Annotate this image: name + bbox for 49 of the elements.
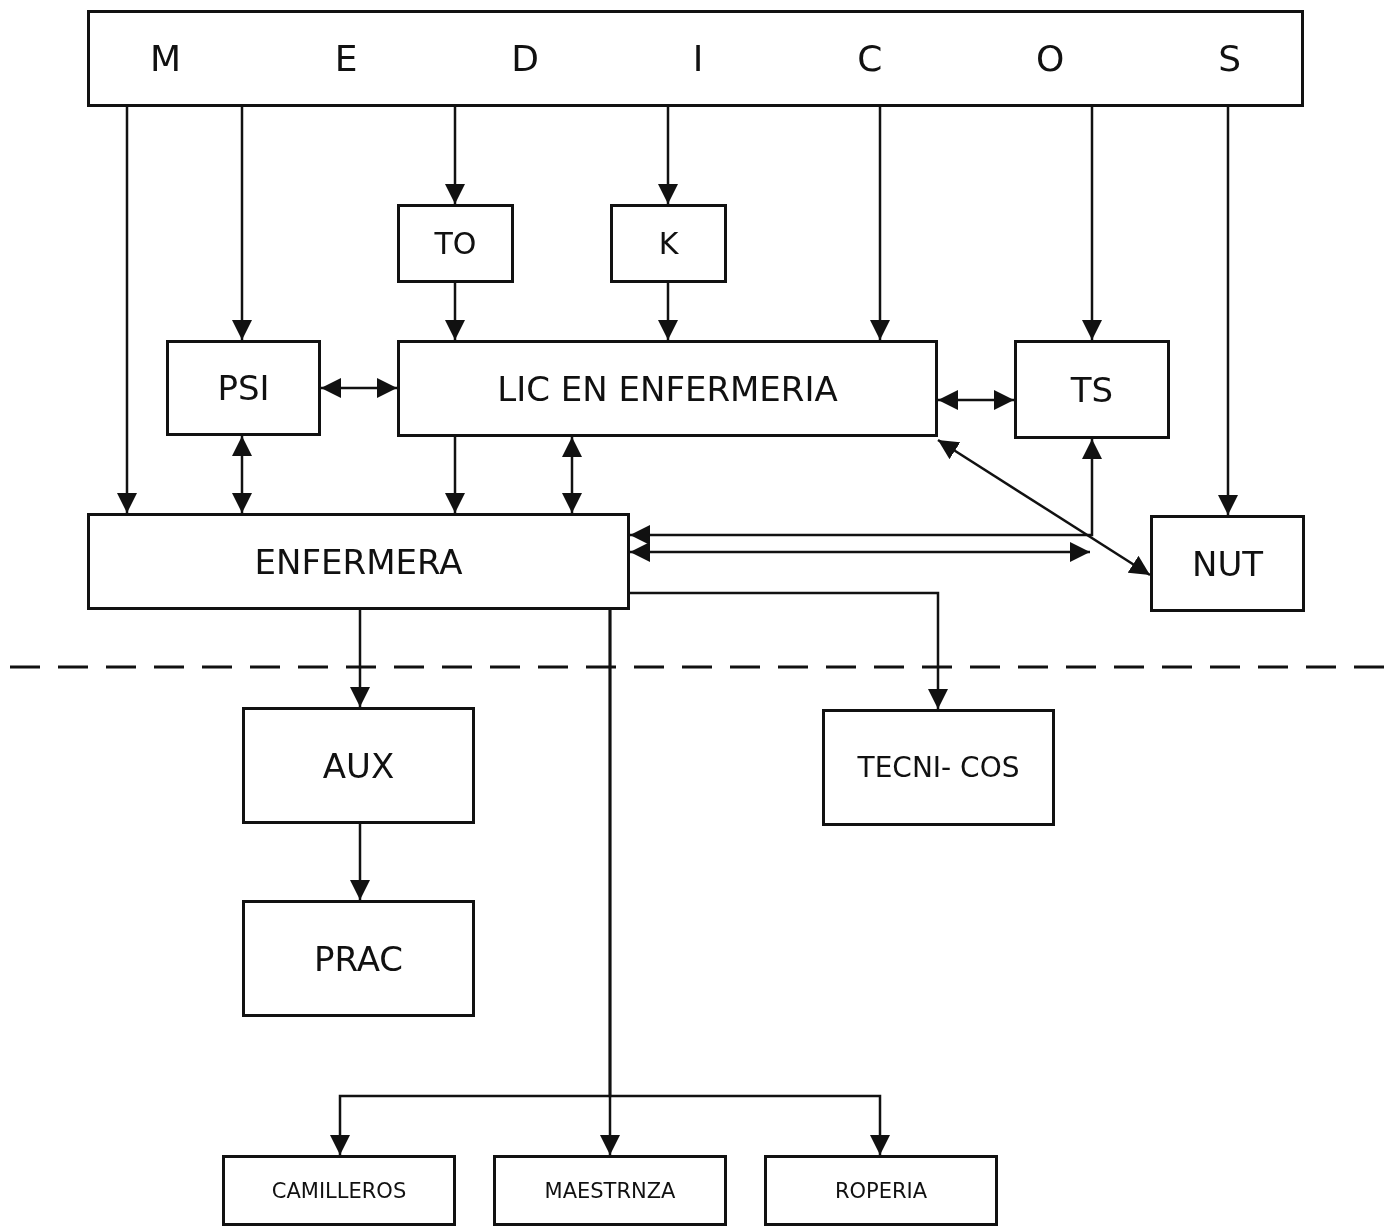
arrow	[658, 107, 678, 204]
role-box	[397, 204, 514, 283]
arrow	[562, 437, 582, 513]
role-label: M E D I C O S	[149, 38, 1242, 79]
role-label: PRAC	[313, 938, 404, 979]
role-label: LIC EN ENFERMERIA	[497, 368, 838, 409]
arrow	[350, 824, 370, 900]
role-box	[397, 340, 938, 437]
role-box	[87, 513, 630, 610]
role-box	[166, 340, 321, 436]
role-label: AUX	[322, 745, 395, 786]
role-label: TO	[434, 226, 477, 261]
arrow	[321, 378, 397, 398]
arrow	[630, 439, 1102, 545]
role-box	[822, 709, 1055, 826]
role-label: K	[658, 226, 679, 261]
arrow	[937, 438, 1151, 577]
role-box	[87, 10, 1304, 107]
arrow	[630, 542, 1090, 562]
role-label: PSI	[217, 368, 270, 408]
role-box	[222, 1155, 456, 1226]
arrow	[1082, 107, 1102, 340]
arrow	[350, 610, 370, 707]
arrow	[608, 610, 890, 1155]
arrow	[630, 591, 948, 709]
arrow	[445, 107, 465, 204]
arrow	[232, 107, 252, 340]
arrow	[870, 107, 890, 340]
role-label: TS	[1070, 369, 1114, 410]
role-box	[242, 900, 475, 1017]
role-label: MAESTRNZA	[544, 1178, 676, 1203]
role-box	[493, 1155, 727, 1226]
arrow	[445, 283, 465, 340]
role-label: ENFERMERA	[254, 541, 463, 582]
arrow	[117, 107, 137, 513]
role-label: CAMILLEROS	[271, 1178, 407, 1203]
role-label: NUT	[1191, 543, 1264, 584]
arrow	[445, 437, 465, 513]
arrow	[232, 436, 252, 513]
role-box	[242, 707, 475, 824]
arrow	[938, 390, 1014, 410]
arrow	[658, 283, 678, 340]
role-label: ROPERIA	[834, 1178, 928, 1203]
arrow	[1218, 107, 1238, 515]
role-label: TECNI- COS	[857, 751, 1020, 784]
role-box	[1014, 340, 1170, 439]
role-box	[1150, 515, 1305, 612]
role-box	[610, 204, 727, 283]
role-box	[764, 1155, 998, 1226]
